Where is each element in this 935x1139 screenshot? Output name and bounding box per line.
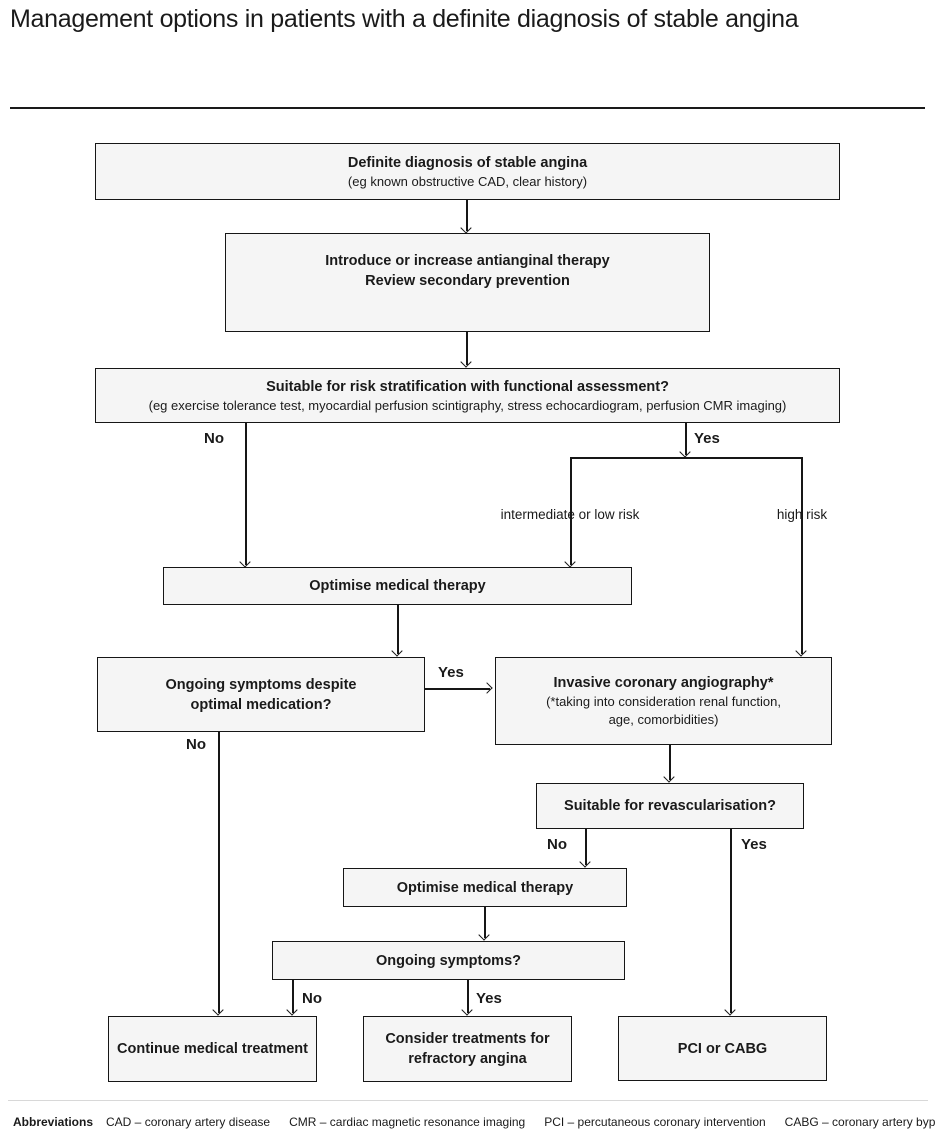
node-title: Optimise medical therapy	[396, 879, 574, 896]
node-refractory-angina: Consider treatments for refractory angin…	[363, 1016, 572, 1082]
node-optimise-medical-therapy-2: Optimise medical therapy	[343, 868, 627, 907]
node-title-line2: refractory angina	[408, 1051, 527, 1067]
node-subtitle: (*taking into consideration renal functi…	[546, 694, 781, 709]
node-optimise-medical-therapy-1: Optimise medical therapy	[163, 567, 632, 605]
connector-risk-split-bar	[570, 457, 803, 459]
abbreviations-row: Abbreviations CAD – coronary artery dise…	[13, 1115, 935, 1129]
abbreviation-pci: PCI – percutaneous coronary intervention	[544, 1115, 766, 1129]
abbreviation-cmr: CMR – cardiac magnetic resonance imaging	[289, 1115, 526, 1129]
node-ongoing-symptoms: Ongoing symptoms?	[272, 941, 625, 980]
node-ongoing-symptoms-despite: Ongoing symptoms despite optimal medicat…	[97, 657, 425, 732]
label-high-risk: high risk	[776, 507, 828, 522]
connector-ongoing2-yes	[467, 980, 469, 1013]
connector-intermediate-low-risk	[570, 457, 572, 565]
node-title: Introduce or increase antianginal therap…	[325, 253, 610, 269]
node-subtitle-line2: age, comorbidities)	[608, 712, 719, 727]
abbreviation-cad: CAD – coronary artery disease	[106, 1115, 271, 1129]
node-definite-diagnosis: Definite diagnosis of stable angina (eg …	[95, 143, 840, 200]
node-title: Definite diagnosis of stable angina	[347, 154, 588, 171]
connector-ongoing2-no	[292, 980, 294, 1013]
label-no-revasc: No	[547, 836, 567, 853]
node-title: Invasive coronary angiography*	[553, 675, 774, 691]
connector-optimise2-to-ongoing2	[484, 907, 486, 938]
node-subtitle: (eg exercise tolerance test, myocardial …	[148, 397, 787, 413]
connector-revasc-yes	[730, 829, 732, 1013]
connector-ongoing1-no	[218, 732, 220, 1013]
node-title: Suitable for revascularisation?	[564, 798, 776, 814]
node-title: Consider treatments for	[385, 1031, 550, 1047]
node-pci-or-cabg: PCI or CABG	[618, 1016, 827, 1081]
connector-high-risk	[801, 457, 803, 654]
connector-therapy-to-riskstrat	[466, 332, 468, 365]
connector-invasive-to-revasc	[669, 745, 671, 780]
node-invasive-angiography: Invasive coronary angiography* (*taking …	[495, 657, 832, 745]
node-risk-stratification: Suitable for risk stratification with fu…	[95, 368, 840, 423]
abbreviations-label: Abbreviations	[13, 1115, 94, 1129]
node-subtitle: (eg known obstructive CAD, clear history…	[347, 173, 588, 189]
node-title: Continue medical treatment	[117, 1041, 308, 1057]
connector-diagnosis-to-therapy	[466, 200, 468, 231]
abbreviation-cabg: CABG – coronary artery bypass grafting	[784, 1115, 935, 1129]
node-title: Ongoing symptoms?	[376, 952, 521, 969]
label-yes-riskstrat: Yes	[694, 430, 720, 447]
label-yes-ongoing2: Yes	[476, 990, 502, 1007]
connector-ongoing1-yes	[425, 688, 490, 690]
node-title: PCI or CABG	[677, 1040, 768, 1057]
node-title-line2: Review secondary prevention	[365, 273, 570, 289]
node-antianginal-therapy: Introduce or increase antianginal therap…	[225, 233, 710, 332]
connector-revasc-no	[585, 829, 587, 865]
node-title: Optimise medical therapy	[309, 578, 486, 594]
connector-optimise1-to-ongoing1	[397, 605, 399, 654]
connector-riskstrat-no	[245, 423, 247, 565]
label-intermediate-low-risk: intermediate or low risk	[500, 507, 640, 522]
label-no-ongoing2: No	[302, 990, 322, 1007]
node-title: Suitable for risk stratification with fu…	[266, 378, 669, 395]
node-title: Ongoing symptoms despite	[165, 676, 357, 693]
title-divider	[10, 107, 925, 109]
label-yes-revasc: Yes	[741, 836, 767, 853]
footer-divider	[8, 1100, 928, 1101]
label-yes-ongoing1: Yes	[438, 664, 464, 681]
page-title: Management options in patients with a de…	[10, 5, 799, 33]
node-suitable-revascularisation: Suitable for revascularisation?	[536, 783, 804, 829]
label-no-riskstrat: No	[204, 430, 224, 447]
label-no-ongoing1: No	[186, 736, 206, 753]
node-continue-medical-treatment: Continue medical treatment	[108, 1016, 317, 1082]
connector-riskstrat-yes	[685, 423, 687, 455]
node-title-line2: optimal medication?	[190, 696, 332, 713]
